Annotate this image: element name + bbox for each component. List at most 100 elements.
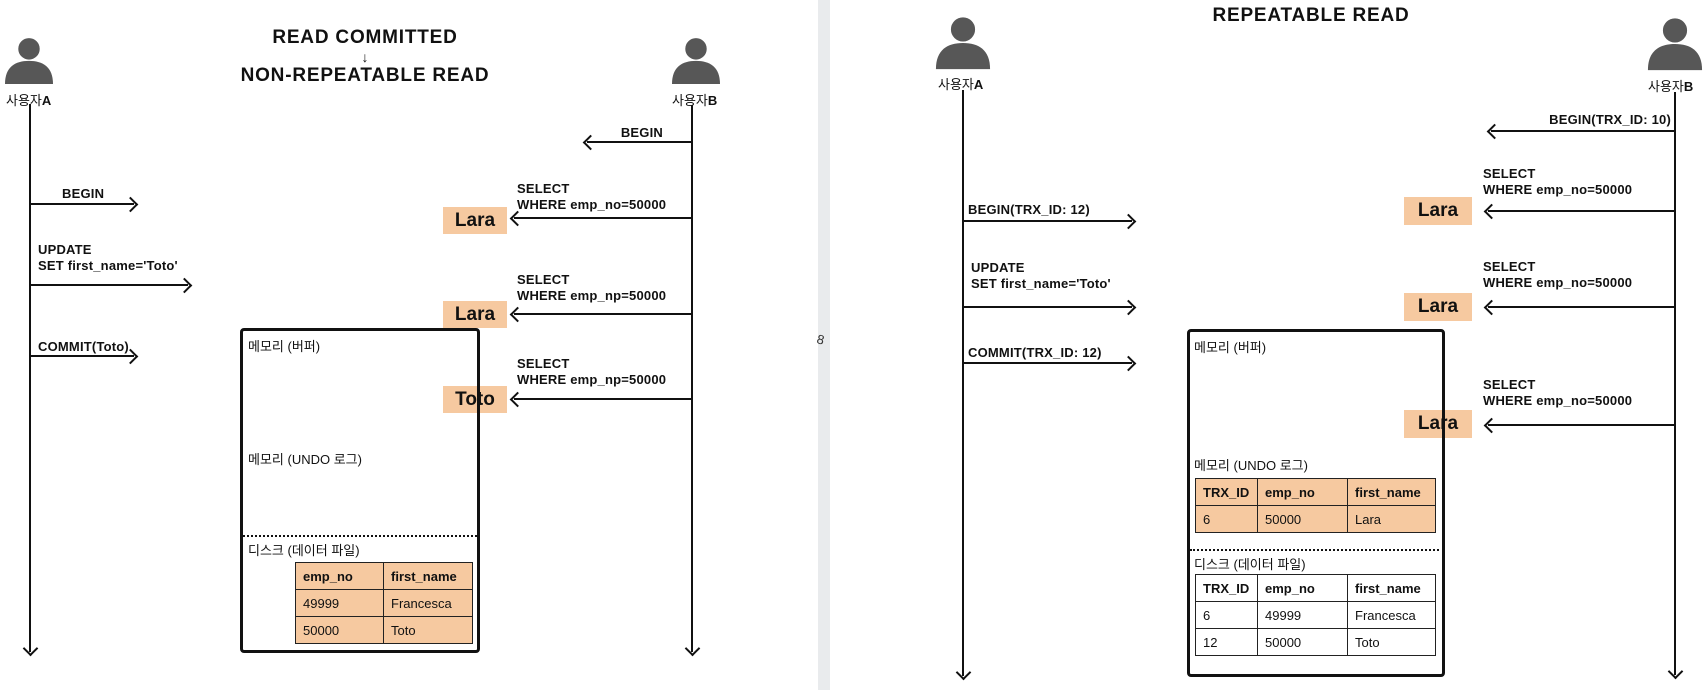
message-line: WHERE emp_no=50000 bbox=[517, 197, 667, 212]
message-line: SELECT bbox=[517, 181, 570, 196]
column-header: first_name bbox=[1347, 478, 1436, 506]
column-header: first_name bbox=[1347, 574, 1436, 602]
message-label: BEGIN bbox=[620, 125, 663, 140]
message-line: SELECT bbox=[1483, 377, 1536, 392]
message-arrow bbox=[587, 141, 691, 143]
table-cell: 12 bbox=[1195, 628, 1258, 656]
right-user-a-lifeline bbox=[962, 90, 964, 676]
message-arrow bbox=[1491, 130, 1674, 132]
message-label: SELECT WHERE emp_np=50000 bbox=[517, 272, 666, 304]
query-result-chip: Lara bbox=[443, 301, 507, 328]
user-label-suffix: A bbox=[973, 77, 984, 92]
message-line: WHERE emp_no=50000 bbox=[1483, 182, 1633, 197]
table-header-row: TRX_ID emp_no first_name bbox=[1195, 478, 1436, 506]
table-cell: 6 bbox=[1195, 505, 1258, 533]
disk-separator-line bbox=[243, 535, 477, 537]
message-label: SELECT WHERE emp_no=50000 bbox=[1483, 166, 1632, 198]
user-label-prefix: 사용자 bbox=[1648, 79, 1684, 94]
message-line: UPDATE bbox=[971, 260, 1025, 275]
message-line: SET first_name='Toto' bbox=[38, 258, 178, 273]
message-arrow bbox=[514, 313, 691, 315]
message-label: UPDATE SET first_name='Toto' bbox=[38, 242, 178, 274]
column-header: emp_no bbox=[1257, 478, 1348, 506]
table-cell: Francesca bbox=[1347, 601, 1436, 629]
column-header: emp_no bbox=[295, 562, 384, 590]
message-line: SELECT bbox=[517, 356, 570, 371]
left-user-b-lifeline bbox=[691, 105, 693, 652]
table-cell: 50000 bbox=[295, 616, 384, 644]
table-cell: 50000 bbox=[1257, 505, 1348, 533]
table-row: 50000 Toto bbox=[295, 616, 473, 644]
table-cell: Lara bbox=[1347, 505, 1436, 533]
table-cell: 49999 bbox=[295, 589, 384, 617]
column-header: TRX_ID bbox=[1195, 478, 1258, 506]
disk-file-label: 디스크 (데이터 파일) bbox=[1194, 557, 1306, 572]
message-line: WHERE emp_np=50000 bbox=[517, 372, 667, 387]
message-arrow bbox=[1488, 424, 1674, 426]
table-cell: 50000 bbox=[1257, 628, 1348, 656]
message-line: SELECT bbox=[1483, 166, 1536, 181]
message-arrow bbox=[514, 217, 691, 219]
user-icon bbox=[5, 36, 53, 84]
message-label: SELECT WHERE emp_no=50000 bbox=[1483, 377, 1632, 409]
message-label: UPDATE SET first_name='Toto' bbox=[971, 260, 1111, 292]
message-arrow bbox=[1488, 306, 1674, 308]
column-header: emp_no bbox=[1257, 574, 1348, 602]
message-line: WHERE emp_np=50000 bbox=[517, 288, 667, 303]
right-storage-box bbox=[1187, 329, 1445, 677]
table-row: 12 50000 Toto bbox=[1195, 628, 1436, 656]
user-icon bbox=[935, 14, 991, 70]
message-label: BEGIN(TRX_ID: 12) bbox=[968, 202, 1090, 217]
table-row: 6 50000 Lara bbox=[1195, 505, 1436, 533]
message-line: SELECT bbox=[1483, 259, 1536, 274]
user-icon bbox=[1647, 15, 1703, 71]
user-label-suffix: B bbox=[707, 93, 718, 108]
query-result-chip: Lara bbox=[443, 207, 507, 234]
disk-file-label: 디스크 (데이터 파일) bbox=[248, 543, 360, 558]
memory-undo-label: 메모리 (UNDO 로그) bbox=[248, 452, 362, 467]
column-header: TRX_ID bbox=[1195, 574, 1258, 602]
table-row: 6 49999 Francesca bbox=[1195, 601, 1436, 629]
message-line: WHERE emp_no=50000 bbox=[1483, 393, 1633, 408]
user-icon bbox=[672, 36, 720, 84]
message-label: SELECT WHERE emp_no=50000 bbox=[517, 181, 666, 213]
left-title-line1: READ COMMITTED bbox=[272, 27, 458, 48]
memory-buffer-label: 메모리 (버퍼) bbox=[1194, 340, 1267, 355]
table-cell: 49999 bbox=[1257, 601, 1348, 629]
user-label-suffix: A bbox=[41, 93, 52, 108]
disk-separator-line bbox=[1190, 549, 1439, 551]
message-arrow bbox=[964, 220, 1132, 222]
message-label: BEGIN bbox=[62, 186, 105, 201]
message-label: COMMIT(Toto) bbox=[38, 339, 129, 354]
table-header-row: TRX_ID emp_no first_name bbox=[1195, 574, 1436, 602]
column-header: first_name bbox=[383, 562, 473, 590]
message-arrow bbox=[31, 284, 188, 286]
message-label: COMMIT(TRX_ID: 12) bbox=[968, 345, 1102, 360]
user-label-suffix: B bbox=[1683, 79, 1694, 94]
user-label-prefix: 사용자 bbox=[938, 77, 974, 92]
query-result-chip: Lara bbox=[1404, 293, 1472, 321]
message-arrow bbox=[1488, 210, 1674, 212]
message-line: UPDATE bbox=[38, 242, 92, 257]
right-panel-title: REPEATABLE READ bbox=[1212, 5, 1410, 26]
left-disk-table: emp_no first_name 49999 Francesca 50000 … bbox=[295, 562, 473, 644]
left-user-a-label: 사용자A bbox=[6, 90, 51, 109]
left-panel-title: READ COMMITTED ↓ NON-REPEATABLE READ bbox=[215, 27, 515, 87]
right-user-b-label: 사용자B bbox=[1648, 76, 1693, 95]
panel-divider bbox=[818, 0, 830, 690]
memory-buffer-label: 메모리 (버퍼) bbox=[248, 339, 321, 354]
left-storage-box bbox=[240, 328, 480, 653]
message-arrow bbox=[964, 362, 1132, 364]
left-user-a-lifeline bbox=[29, 104, 31, 652]
table-cell: 6 bbox=[1195, 601, 1258, 629]
table-row: 49999 Francesca bbox=[295, 589, 473, 617]
query-result-chip: Lara bbox=[1404, 197, 1472, 225]
right-user-b-lifeline bbox=[1674, 92, 1676, 675]
message-arrow bbox=[964, 306, 1132, 308]
message-label: SELECT WHERE emp_no=50000 bbox=[1483, 259, 1632, 291]
down-arrow-icon: ↓ bbox=[361, 49, 369, 65]
table-cell: Toto bbox=[383, 616, 473, 644]
message-arrow bbox=[31, 355, 134, 357]
message-arrow bbox=[31, 203, 134, 205]
